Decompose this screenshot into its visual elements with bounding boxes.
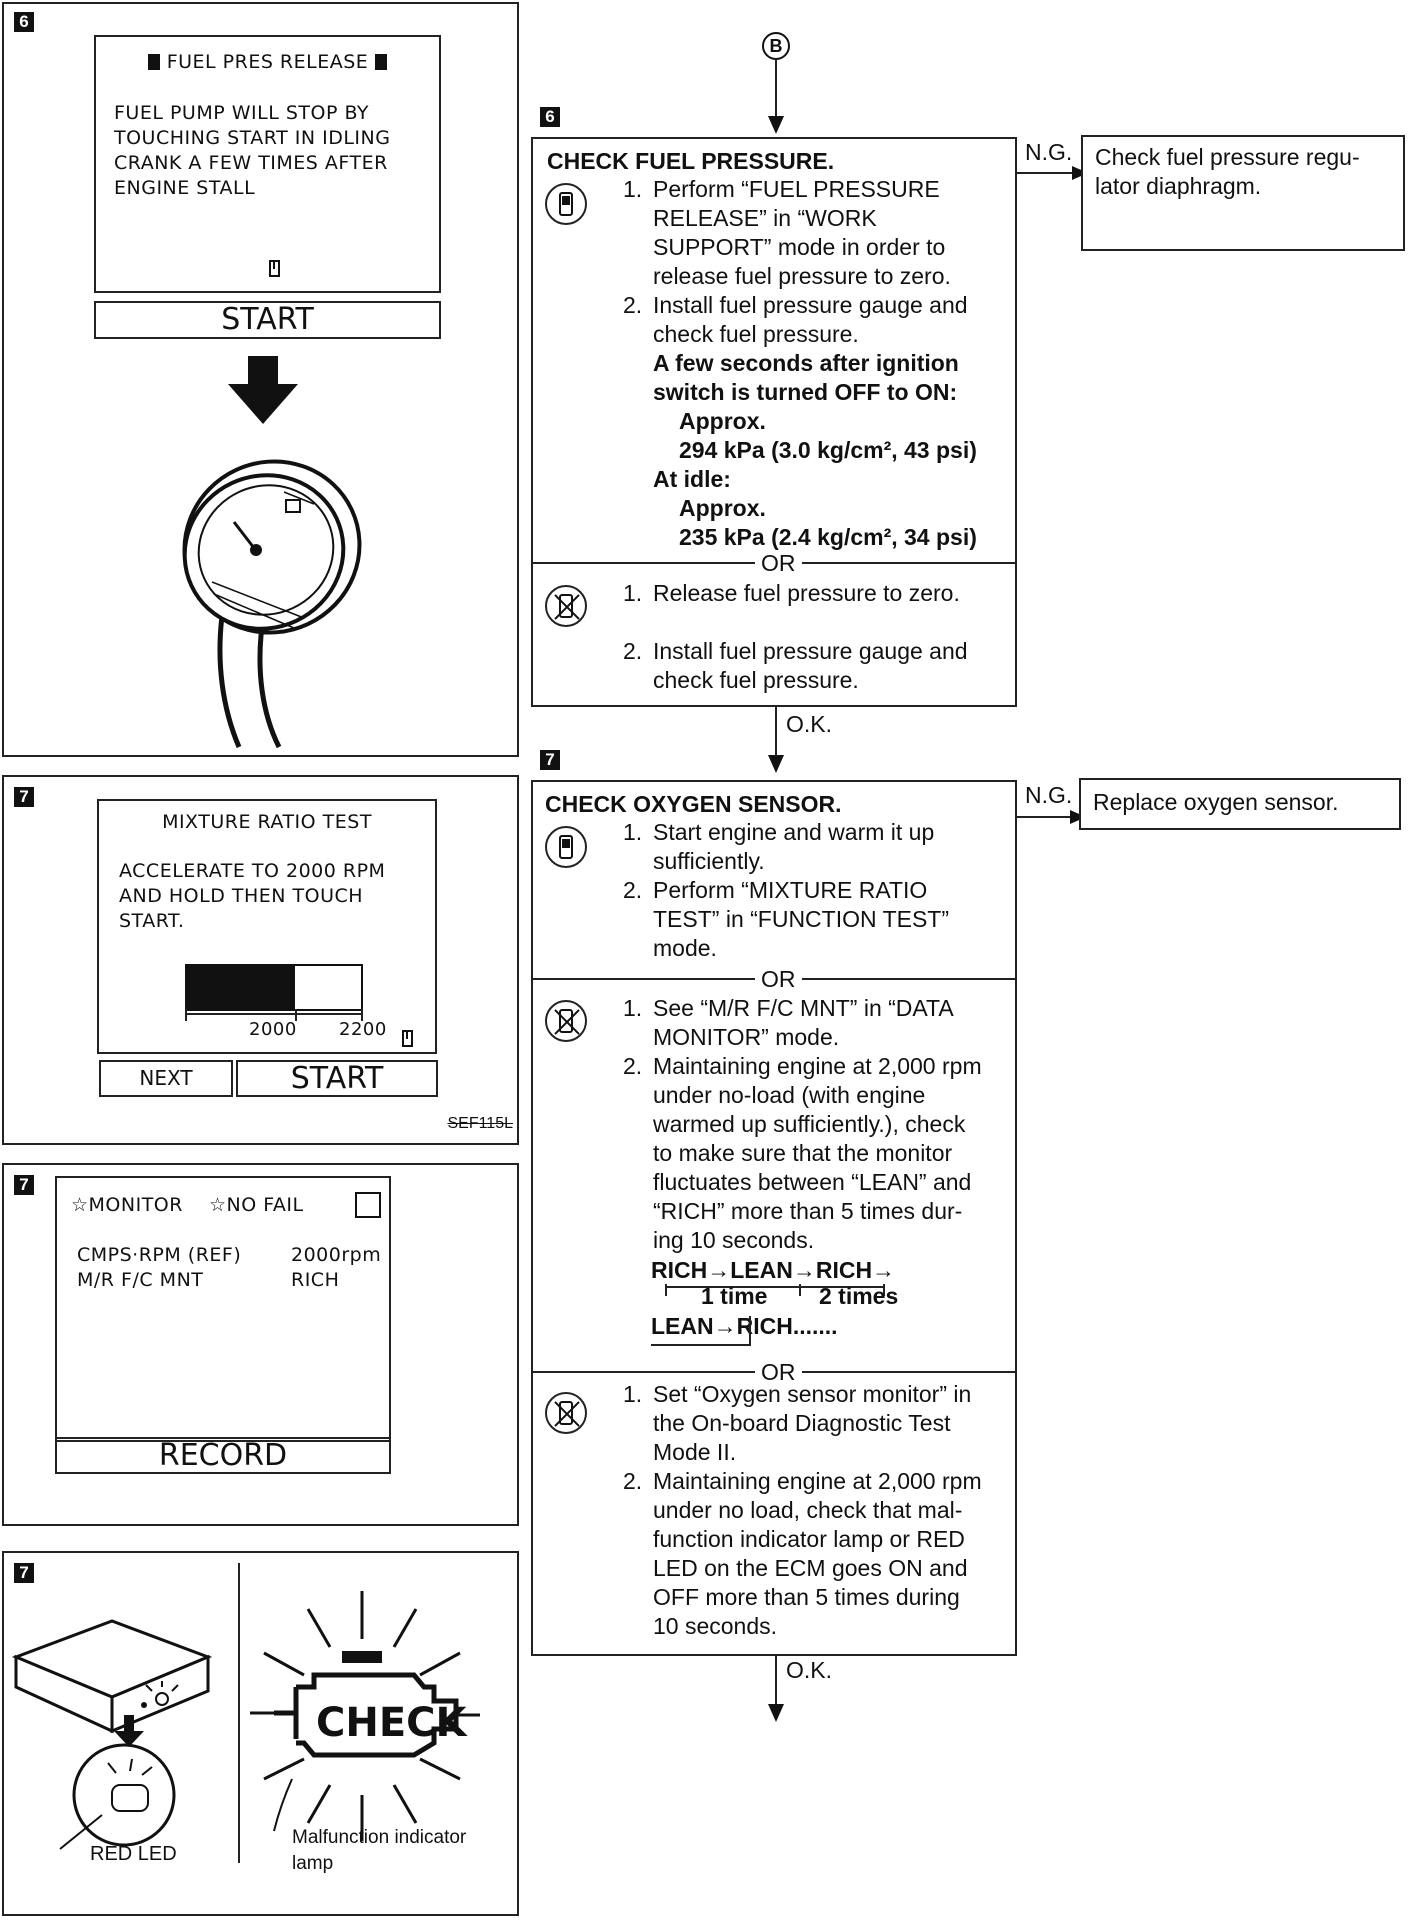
touch-cursor-icon <box>402 1030 413 1047</box>
panel-step7-indicators: 7 RED LED CHECK Malfunct <box>2 1551 519 1916</box>
rpm-progress-bar <box>185 964 363 1011</box>
down-arrow-icon <box>228 356 298 424</box>
data-row-value: RICH <box>291 1269 340 1291</box>
flow-line <box>1017 816 1075 818</box>
arrow-right-icon <box>1070 810 1086 824</box>
step6-check-fuel-pressure: CHECK FUEL PRESSURE. 1. Perform “FUEL PR… <box>531 137 1017 707</box>
sequence-bracket <box>651 1344 751 1346</box>
arrow-down-icon <box>768 755 784 773</box>
spec-294-kpa: 294 kPa (3.0 kg/cm², 43 psi) <box>679 437 977 463</box>
check-lamp-text: CHECK <box>316 1700 467 1746</box>
sequence-bracket-tick <box>883 1284 885 1296</box>
or-divider: OR <box>533 550 1015 576</box>
record-button[interactable]: RECORD <box>55 1437 391 1474</box>
flow-line <box>775 60 777 118</box>
no-fail-label: ☆NO FAIL <box>209 1194 304 1216</box>
bar-tick <box>295 1009 297 1021</box>
ecm-unit-icon <box>12 1619 212 1850</box>
bar-scale-line <box>185 1013 363 1015</box>
ng-action-box: Check fuel pressure regu- lator diaphrag… <box>1081 135 1405 251</box>
monitor-label: ☆MONITOR <box>71 1194 183 1216</box>
or-divider: OR <box>533 1359 1015 1385</box>
panel-step7-data-monitor: 7 ☆MONITOR ☆NO FAIL CMPS·RPM (REF) 2000r… <box>2 1163 519 1526</box>
step-number-badge: 7 <box>14 1563 34 1583</box>
ok-label: O.K. <box>786 711 833 737</box>
arrow-down-icon <box>768 116 784 134</box>
red-led-label: RED LED <box>90 1843 177 1865</box>
step-title: CHECK OXYGEN SENSOR. <box>545 791 842 817</box>
start-button[interactable]: START <box>94 301 441 339</box>
fuel-pressure-gauge-icon <box>182 459 362 749</box>
square-marker-icon <box>148 54 161 70</box>
sequence-bracket-tick <box>665 1284 667 1296</box>
step-title: CHECK FUEL PRESSURE. <box>547 148 835 174</box>
data-row-name: M/R F/C MNT <box>77 1269 204 1291</box>
consult-icon <box>545 183 587 225</box>
square-marker-icon <box>374 54 387 70</box>
data-row-value: 2000rpm <box>291 1244 382 1266</box>
panel-divider <box>238 1563 240 1863</box>
screen-body: ACCELERATE TO 2000 RPM AND HOLD THEN TOU… <box>119 860 386 932</box>
consult-screen-fuel-pres-release: FUEL PRES RELEASE FUEL PUMP WILL STOP BY… <box>94 35 441 293</box>
flow-line <box>1017 172 1077 174</box>
no-consult-icon <box>545 1392 587 1434</box>
panel-step6-consult: 6 FUEL PRES RELEASE FUEL PUMP WILL STOP … <box>2 2 519 757</box>
no-consult-icon <box>545 1000 587 1042</box>
ng-action-box: Replace oxygen sensor. <box>1079 778 1401 830</box>
step-number-badge: 7 <box>14 1175 34 1195</box>
flow-line <box>775 707 777 757</box>
seq-label-2-times: 2 times <box>819 1283 899 1309</box>
record-indicator-box <box>355 1192 381 1218</box>
step-number-badge: 7 <box>14 787 34 807</box>
screen-title: MIXTURE RATIO TEST <box>162 811 372 833</box>
ng-label: N.G. <box>1025 139 1073 165</box>
next-button[interactable]: NEXT <box>99 1060 233 1097</box>
start-button[interactable]: START <box>236 1060 438 1097</box>
consult-screen-data-monitor: ☆MONITOR ☆NO FAIL CMPS·RPM (REF) 2000rpm… <box>55 1176 391 1442</box>
sequence-bracket-tick <box>749 1316 751 1346</box>
connector-b: B <box>762 32 790 60</box>
rpm-progress-fill <box>187 966 295 1009</box>
figure-code: SEF115L <box>447 1115 513 1132</box>
sequence-bracket <box>665 1286 885 1288</box>
bar-tick <box>185 1009 187 1021</box>
bar-tick <box>361 1009 363 1021</box>
mil-label: Malfunction indicator lamp <box>292 1827 467 1874</box>
screen-title: FUEL PRES RELEASE <box>96 51 439 73</box>
tick-label-2200: 2200 <box>339 1019 387 1040</box>
sequence-bracket-tick <box>799 1284 801 1296</box>
step-number-badge: 6 <box>14 12 34 32</box>
or-divider: OR <box>533 966 1015 992</box>
ng-label: N.G. <box>1025 782 1073 808</box>
arrow-down-icon <box>768 1704 784 1722</box>
flow-line <box>775 1656 777 1708</box>
arrow-right-icon <box>1072 166 1088 180</box>
rich-lean-sequence: RICH→LEAN→RICH→ 1 time 2 times LEAN→RICH… <box>651 1256 951 1376</box>
step7-check-oxygen-sensor: CHECK OXYGEN SENSOR. 1. Start engine and… <box>531 780 1017 1656</box>
tick-label-2000: 2000 <box>249 1019 297 1040</box>
step-number-badge: 6 <box>540 107 560 127</box>
panel-step7-mixture-ratio: 7 MIXTURE RATIO TEST ACCELERATE TO 2000 … <box>2 775 519 1145</box>
spec-235-kpa: 235 kPa (2.4 kg/cm², 34 psi) <box>679 524 977 550</box>
consult-screen-mixture-ratio: MIXTURE RATIO TEST ACCELERATE TO 2000 RP… <box>97 799 437 1054</box>
check-engine-lamp-icon <box>250 1591 480 1841</box>
consult-icon <box>545 826 587 868</box>
screen-body: FUEL PUMP WILL STOP BY TOUCHING START IN… <box>114 102 391 199</box>
no-consult-icon <box>545 585 587 627</box>
touch-cursor-icon <box>269 260 280 277</box>
step-number-badge: 7 <box>540 750 560 770</box>
ok-label: O.K. <box>786 1657 833 1683</box>
data-row-name: CMPS·RPM (REF) <box>77 1244 242 1266</box>
seq-label-1-time: 1 time <box>701 1283 768 1309</box>
